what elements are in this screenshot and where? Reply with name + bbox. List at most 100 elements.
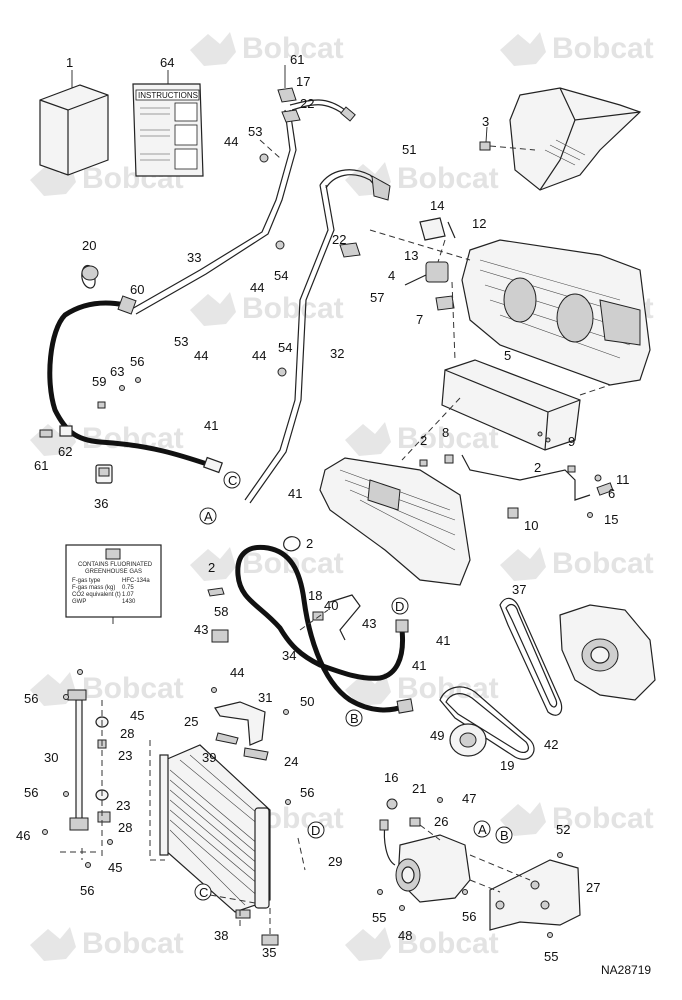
callout-number: 14 [430, 198, 444, 213]
callout-number: 5 [504, 348, 511, 363]
instructions-title: INSTRUCTIONS [138, 91, 198, 100]
evaporator-core [441, 359, 581, 451]
connector-letter: B [500, 828, 509, 843]
connector-letter: C [228, 473, 237, 488]
callout-number: 3 [482, 114, 489, 129]
callout-number: 16 [384, 770, 398, 785]
callout-number: 38 [214, 928, 228, 943]
drive-belt-and-pulley [439, 597, 656, 760]
compressor-assembly [377, 797, 581, 938]
callout-number: 8 [442, 425, 449, 440]
hose-assembly-left-loop [39, 264, 223, 484]
callout-number: 54 [278, 340, 292, 355]
bobcat-watermark: Bobcat [30, 672, 184, 706]
instructions-sheet: INSTRUCTIONS [132, 70, 204, 177]
callout-number: 53 [174, 334, 188, 349]
callout-number: 45 [108, 860, 122, 875]
callout-number: 7 [416, 312, 423, 327]
bobcat-watermark: Bobcat [500, 802, 654, 836]
callout-number: 34 [282, 648, 296, 663]
callout-number: 51 [402, 142, 416, 157]
callout-number: 64 [160, 55, 174, 70]
callout-number: 36 [94, 496, 108, 511]
callout-number: 12 [472, 216, 486, 231]
callout-number: 29 [328, 854, 342, 869]
bobcat-watermark: Bobcat [190, 292, 344, 326]
svg-text:Bobcat: Bobcat [552, 32, 654, 65]
callout-number: 23 [116, 798, 130, 813]
callout-number: 11 [616, 472, 630, 487]
callout-number: 54 [274, 268, 288, 283]
cab-structure-bracket [479, 87, 642, 191]
callout-number: 48 [398, 928, 412, 943]
connector-letter: B [350, 711, 359, 726]
callout-number: 24 [284, 754, 298, 769]
fgas-value: 0.75 [122, 585, 134, 591]
callout-number: 6 [608, 486, 615, 501]
callout-number: 56 [24, 785, 38, 800]
callout-number: 56 [24, 691, 38, 706]
callout-number: 41 [436, 633, 450, 648]
callout-number: 55 [544, 949, 558, 964]
fgas-label: CONTAINS FLUORINATED GREENHOUSE GAS F-ga… [65, 544, 162, 624]
callout-number: 58 [214, 604, 228, 619]
callout-number: 28 [118, 820, 132, 835]
reference-dashed-lines [209, 139, 471, 935]
callout-number: 56 [80, 883, 94, 898]
callout-number: 37 [512, 582, 526, 597]
connector-letter: C [199, 885, 208, 900]
callout-number: 22 [332, 232, 346, 247]
callout-number: 44 [224, 134, 238, 149]
callout-number: 56 [130, 354, 144, 369]
callout-number: 13 [404, 248, 418, 263]
callout-number: 40 [324, 598, 338, 613]
callout-number: 60 [130, 282, 144, 297]
callout-number: 62 [58, 444, 72, 459]
callout-number: 57 [370, 290, 384, 305]
callout-number: 10 [524, 518, 538, 533]
callout-number: 23 [118, 748, 132, 763]
callout-number: 20 [82, 238, 96, 253]
bobcat-watermark: Bobcat [190, 32, 344, 66]
callout-number: 55 [372, 910, 386, 925]
callout-number: 22 [300, 96, 314, 111]
fgas-row: CO2 equivalent (t) [72, 592, 121, 598]
callout-number: 47 [462, 791, 476, 806]
callout-number: 53 [248, 124, 262, 139]
receiver-drier-assembly [42, 669, 113, 868]
svg-text:Bobcat: Bobcat [397, 927, 499, 960]
callout-number: 56 [300, 785, 314, 800]
callout-number: 2 [208, 560, 215, 575]
callout-number: 41 [412, 658, 426, 673]
fgas-value: 1430 [122, 599, 136, 605]
callout-number: 44 [194, 348, 208, 363]
fgas-value: 1.07 [122, 592, 134, 598]
callout-number: 31 [258, 690, 272, 705]
thermostat-capillary [419, 454, 614, 519]
callout-number: 35 [262, 945, 276, 960]
svg-text:Bobcat: Bobcat [82, 672, 184, 705]
refrigerant-lines-upper [129, 65, 391, 504]
callout-number: 33 [187, 250, 201, 265]
callout-number: 1 [66, 55, 73, 70]
svg-text:Bobcat: Bobcat [242, 32, 344, 65]
fgas-value: HFC-134a [122, 578, 150, 584]
callout-number: 39 [202, 750, 216, 765]
condenser-mounting-brackets [211, 687, 291, 805]
callout-number: 61 [290, 52, 304, 67]
callout-number: 15 [604, 512, 618, 527]
bobcat-watermark: Bobcat [345, 927, 499, 961]
bobcat-watermark: Bobcat [500, 32, 654, 66]
callout-number: 18 [308, 588, 322, 603]
callout-number: 32 [330, 346, 344, 361]
callout-number: 63 [110, 364, 124, 379]
bobcat-watermark: Bobcat [30, 927, 184, 961]
connector-letter: D [311, 823, 320, 838]
callout-number: 52 [556, 822, 570, 837]
callout-number: 44 [252, 348, 266, 363]
callout-number: 19 [500, 758, 514, 773]
expansion-valve-group [404, 217, 456, 361]
svg-text:Bobcat: Bobcat [397, 162, 499, 195]
